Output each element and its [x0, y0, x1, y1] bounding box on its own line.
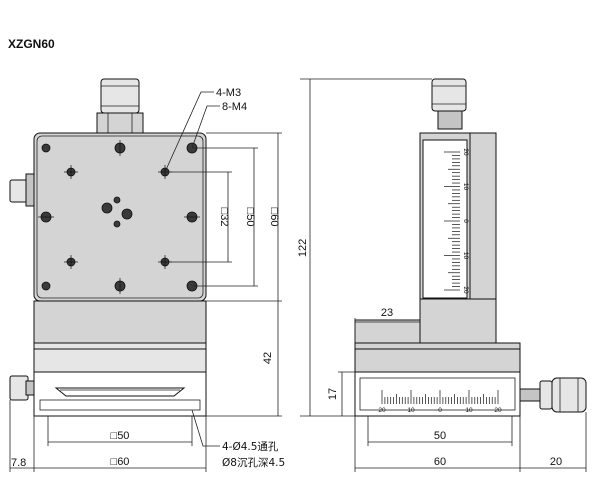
vscale-label: 0	[462, 219, 469, 223]
dim-height-42: 42	[262, 352, 274, 364]
dim-width-60: 60	[434, 456, 446, 468]
dim-knob-20: 20	[550, 456, 562, 468]
center-hole	[101, 202, 113, 214]
callout-4-m3: 4-M3	[216, 87, 241, 99]
callout-counterbore: Ø8沉孔深4.5	[222, 456, 285, 469]
front-view: 4-M3 8-M4 □32 □50 □60 42 □50	[9, 78, 285, 472]
center-hole	[121, 208, 133, 220]
side-knob	[9, 179, 29, 203]
dim-offset-7-8: 7.8	[11, 457, 26, 469]
side-base	[354, 371, 521, 417]
z-knob	[100, 78, 140, 114]
dim-width-50: 50	[434, 430, 446, 442]
center-hole	[113, 196, 121, 204]
horizontal-scale-labels: 20 10 0 10 20	[378, 407, 502, 414]
dim-square-50: □50	[244, 208, 256, 227]
dim-base-height-17: 17	[327, 388, 339, 400]
dim-bottom-square-50: □50	[111, 430, 130, 442]
front-bottom-dims: □50 □60 7.8 4-Ø4.5通孔 Ø8沉孔深4.5	[9, 400, 285, 472]
side-view: 20 10 0 10 20 20 10 0 10 20 122	[297, 78, 587, 472]
m4-hole	[41, 143, 51, 153]
hscale-label: 20	[494, 407, 502, 414]
model-title: XZGN60	[8, 37, 55, 51]
dim-square-32: □32	[218, 208, 230, 227]
vertical-scale-labels: 20 10 0 10 20	[462, 148, 469, 294]
vscale-label: 20	[462, 286, 469, 294]
callout-through-holes: 4-Ø4.5通孔	[222, 440, 279, 453]
top-plate	[33, 132, 207, 302]
dim-bottom-square-60: □60	[111, 456, 130, 468]
vscale-label: 10	[462, 183, 469, 191]
side-slide	[354, 342, 521, 373]
hscale-label: 0	[438, 407, 442, 414]
side-z-knob	[431, 78, 467, 112]
vertical-scale-ticks	[444, 151, 460, 291]
front-vertical-dims: □32 □50 □60 42	[165, 132, 282, 417]
hscale-label: 10	[407, 407, 415, 414]
front-lower-body	[33, 300, 207, 344]
dim-square-60: □60	[268, 208, 280, 227]
m4-hole	[41, 281, 51, 291]
base-knob	[9, 375, 29, 401]
dim-total-height-122: 122	[297, 239, 309, 257]
center-hole	[113, 220, 121, 228]
hscale-label: 20	[378, 407, 386, 414]
horizontal-scale-ticks	[381, 390, 499, 404]
side-x-knob	[551, 377, 587, 413]
vertical-scale-plate	[422, 139, 468, 299]
front-base	[33, 371, 207, 417]
side-knob-collar	[25, 173, 35, 207]
z-knob-collar	[96, 112, 144, 134]
hscale-label: 10	[465, 407, 473, 414]
vscale-label: 20	[462, 148, 469, 156]
front-slide	[33, 342, 207, 373]
vscale-label: 10	[462, 252, 469, 260]
callout-8-m4: 8-M4	[222, 101, 247, 113]
side-z-knob-collar	[437, 110, 463, 130]
bracket	[354, 298, 497, 344]
dim-bracket-23: 23	[381, 307, 393, 319]
